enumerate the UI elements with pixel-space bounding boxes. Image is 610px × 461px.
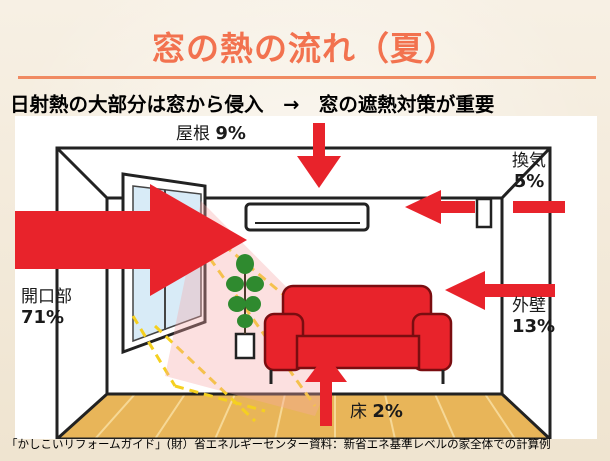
source-caption: 「かしこいリフォームガイド」(財）省エネルギーセンター資料：新省エネ基準レベルの… — [6, 437, 551, 451]
air-conditioner — [244, 202, 370, 232]
outer-wall-heat-arrow — [445, 271, 555, 310]
roof-heat-arrow — [297, 123, 341, 188]
subtitle: 日射熱の大部分は窓から侵入 → 窓の遮熱対策が重要 — [10, 93, 495, 116]
heat-arrows — [15, 123, 565, 426]
page-title: 窓の熱の流れ（夏） — [152, 29, 458, 68]
room-illustration — [15, 123, 565, 441]
opening-heat-arrow — [15, 184, 247, 296]
title-underline — [18, 76, 596, 79]
vent — [475, 197, 493, 229]
sofa — [263, 284, 453, 384]
wooden-floor — [57, 394, 550, 439]
floor-label: 床 2% — [350, 401, 403, 422]
potted-plant — [226, 254, 264, 360]
floor-heat-arrow — [305, 354, 347, 426]
roof-label: 屋根 9% — [176, 123, 246, 144]
ventilation-heat-arrow — [405, 190, 565, 224]
